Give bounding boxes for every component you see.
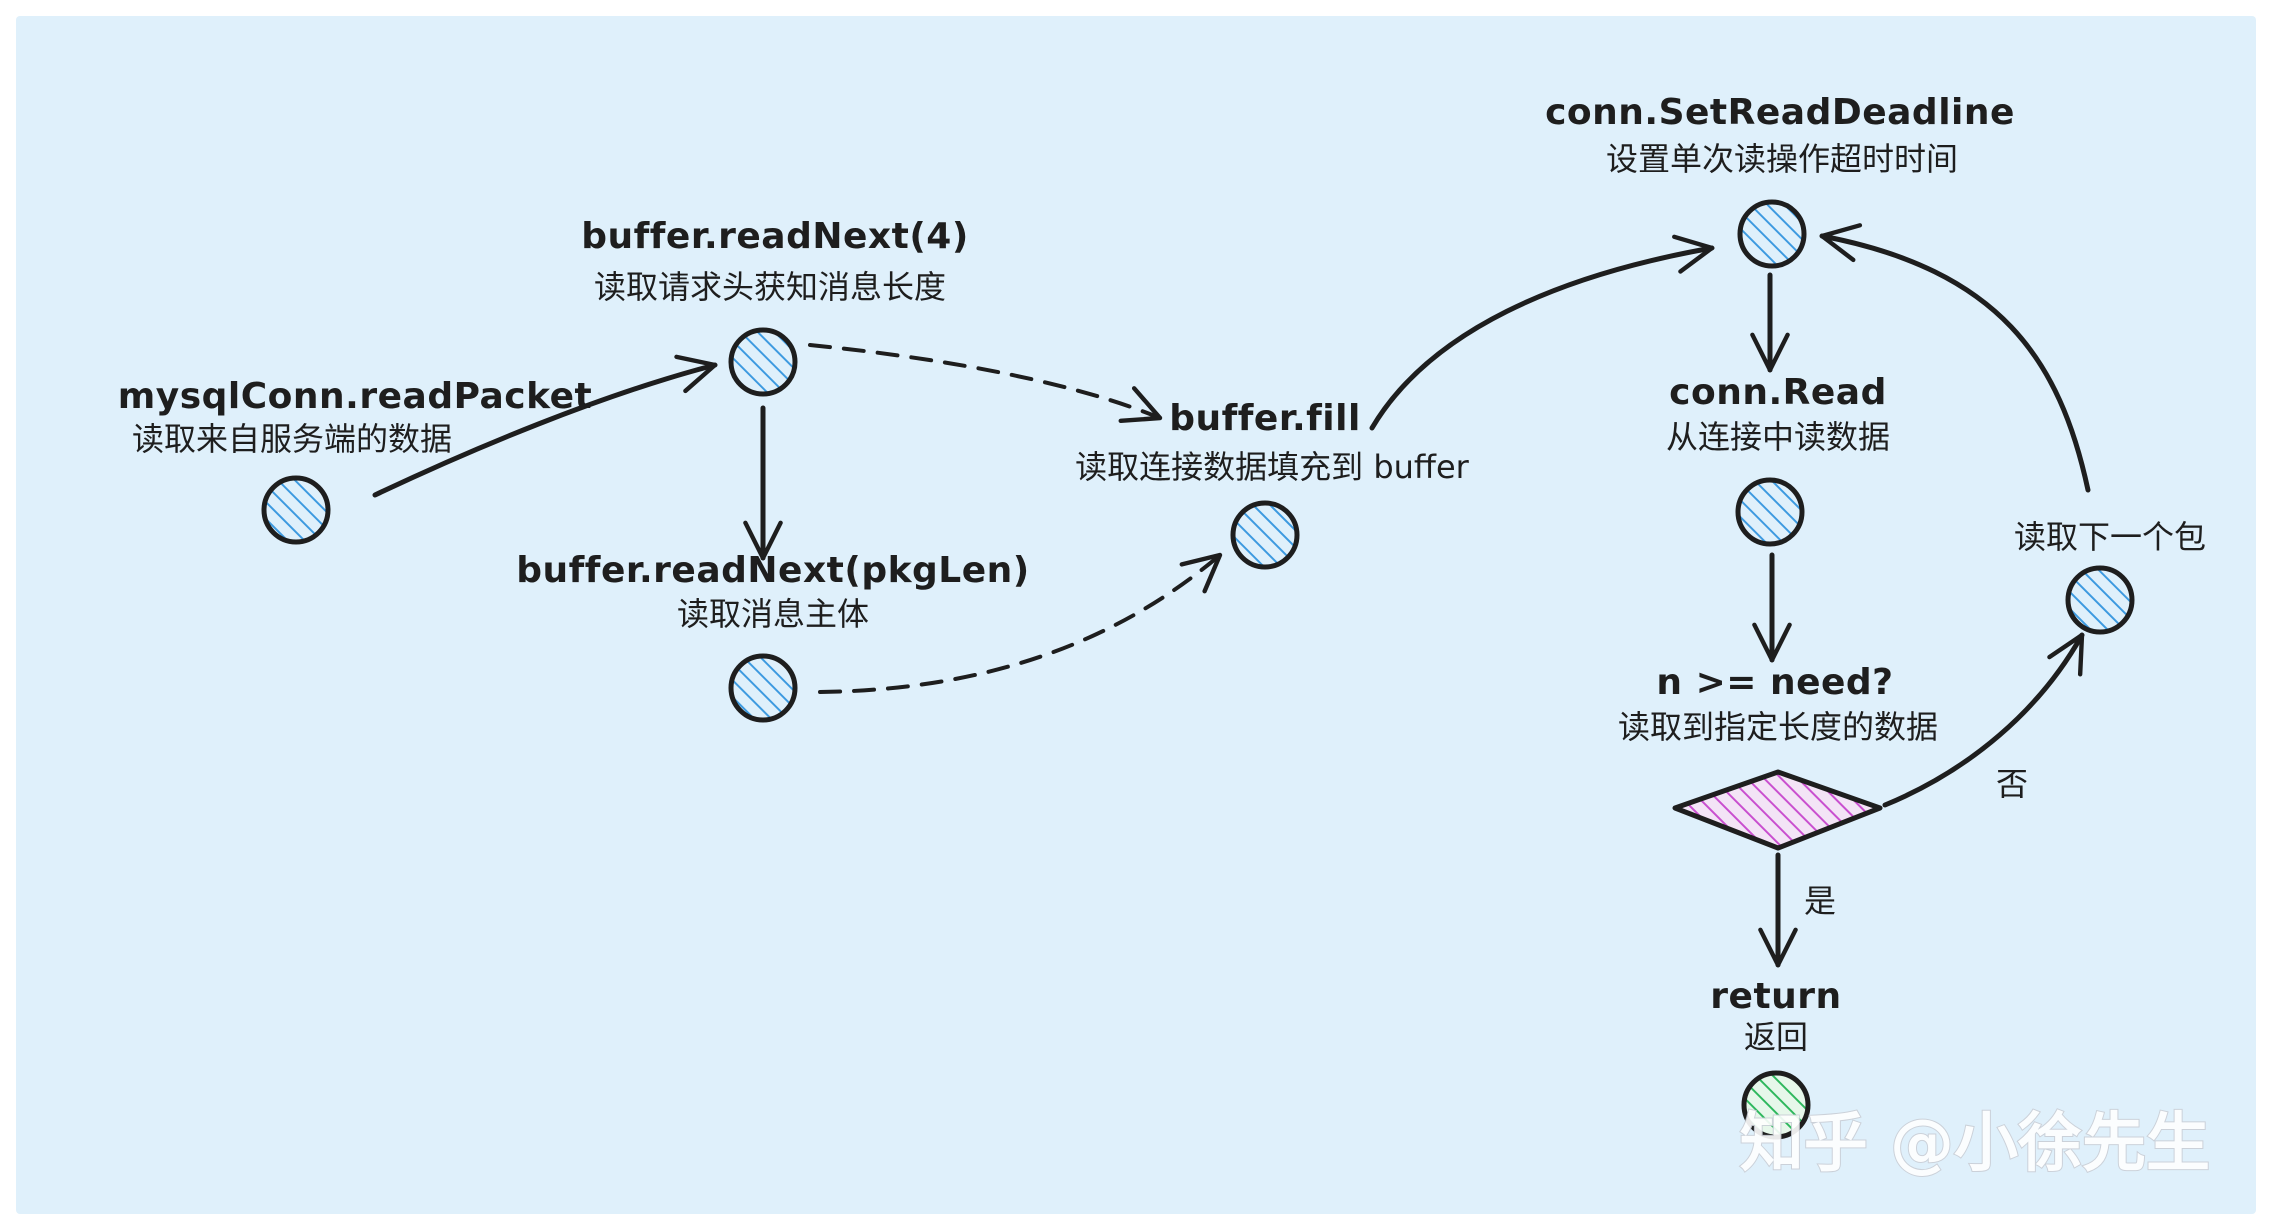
node-readnextpkglen-title: buffer.readNext(pkgLen) bbox=[516, 550, 1030, 591]
node-bufferfill-subtitle: 读取连接数据填充到 buffer bbox=[1075, 448, 1470, 486]
node-setreaddeadline-title: conn.SetReadDeadline bbox=[1545, 92, 2015, 133]
node-connread-circle bbox=[1735, 477, 1805, 547]
node-bufferfill-title: buffer.fill bbox=[1169, 398, 1361, 439]
watermark-text: 知乎 @小徐先生 bbox=[1740, 1107, 2210, 1181]
edge-readnextpacket-to-setreaddeadline bbox=[1819, 223, 2091, 493]
edge-readnext4-to-bufferfill bbox=[808, 343, 1163, 424]
node-connread-title: conn.Read bbox=[1669, 372, 1887, 413]
node-checkneed-subtitle: 读取到指定长度的数据 bbox=[1618, 708, 1938, 746]
node-return-subtitle: 返回 bbox=[1744, 1018, 1808, 1056]
edge-no-label: 否 bbox=[1996, 765, 2028, 803]
node-readnextpacket-subtitle: 读取下一个包 bbox=[2014, 518, 2206, 556]
node-readnext4-title: buffer.readNext(4) bbox=[581, 216, 969, 257]
node-return-circle bbox=[1741, 1070, 1811, 1140]
node-setreaddeadline-subtitle: 设置单次读操作超时时间 bbox=[1606, 140, 1958, 178]
background-panel bbox=[16, 16, 2256, 1214]
node-connread-subtitle: 从连接中读数据 bbox=[1666, 418, 1890, 456]
node-readpacket-title: mysqlConn.readPacket bbox=[118, 376, 592, 417]
node-readpacket-subtitle: 读取来自服务端的数据 bbox=[132, 420, 452, 458]
node-readnextpkglen-circle bbox=[728, 653, 798, 723]
node-readnextpkglen-subtitle: 读取消息主体 bbox=[677, 595, 869, 633]
node-checkneed-title: n >= need? bbox=[1656, 662, 1893, 703]
node-readnextpacket-circle bbox=[2065, 565, 2135, 635]
node-readnext4-subtitle: 读取请求头获知消息长度 bbox=[594, 268, 946, 306]
node-return-title: return bbox=[1710, 976, 1841, 1017]
edge-readpacket-to-readnext4 bbox=[372, 354, 718, 498]
node-readpacket-circle bbox=[261, 475, 331, 545]
node-decision-diamond bbox=[1672, 769, 1883, 851]
edge-decision-to-readnextpacket bbox=[1882, 632, 2085, 808]
edge-yes-label: 是 bbox=[1804, 882, 1836, 920]
node-readnext4-circle bbox=[728, 327, 798, 397]
node-setreaddeadline-circle bbox=[1737, 199, 1807, 269]
node-bufferfill-circle bbox=[1230, 500, 1300, 570]
edge-bufferfill-to-setreaddeadline bbox=[1369, 234, 1715, 431]
edge-readnextpkglen-to-bufferfill bbox=[818, 552, 1223, 694]
